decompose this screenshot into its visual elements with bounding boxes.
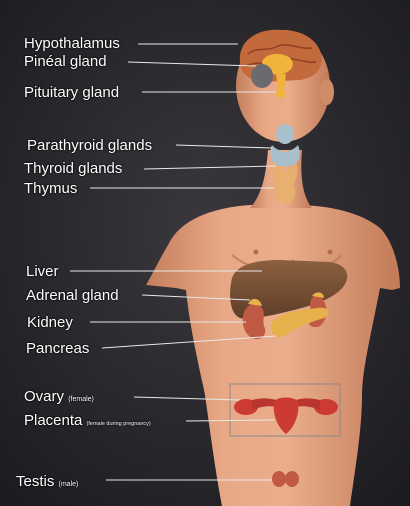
nipple-left [254, 250, 259, 255]
label-pineal-gland: Pinéal gland [24, 53, 107, 70]
pineal-gland [251, 64, 273, 88]
testis-right [285, 471, 299, 487]
nipple-right [328, 250, 333, 255]
label-ovary: Ovary (female) [24, 388, 94, 405]
label-testis: Testis (male) [16, 473, 78, 490]
label-parathyroid-glands: Parathyroid glands [27, 137, 152, 154]
label-liver: Liver [26, 263, 59, 280]
label-adrenal-gland: Adrenal gland [26, 287, 119, 304]
label-placenta: Placenta (female during pregnancy) [24, 412, 151, 429]
label-testis-note: (male) [59, 481, 79, 488]
label-pancreas: Pancreas [26, 340, 89, 357]
label-testis-text: Testis [16, 473, 54, 490]
label-thymus: Thymus [24, 180, 77, 197]
label-placenta-note: (female during pregnancy) [87, 421, 151, 427]
label-ovary-text: Ovary [24, 388, 64, 405]
testis-left [272, 471, 286, 487]
label-ovary-note: (female) [68, 396, 94, 403]
label-thyroid-glands: Thyroid glands [24, 160, 122, 177]
label-pituitary-gland: Pituitary gland [24, 84, 119, 101]
label-placenta-text: Placenta [24, 412, 82, 429]
pituitary-gland [276, 90, 286, 98]
larynx [276, 124, 294, 144]
label-kidney: Kidney [27, 314, 73, 331]
label-hypothalamus: Hypothalamus [24, 35, 120, 52]
